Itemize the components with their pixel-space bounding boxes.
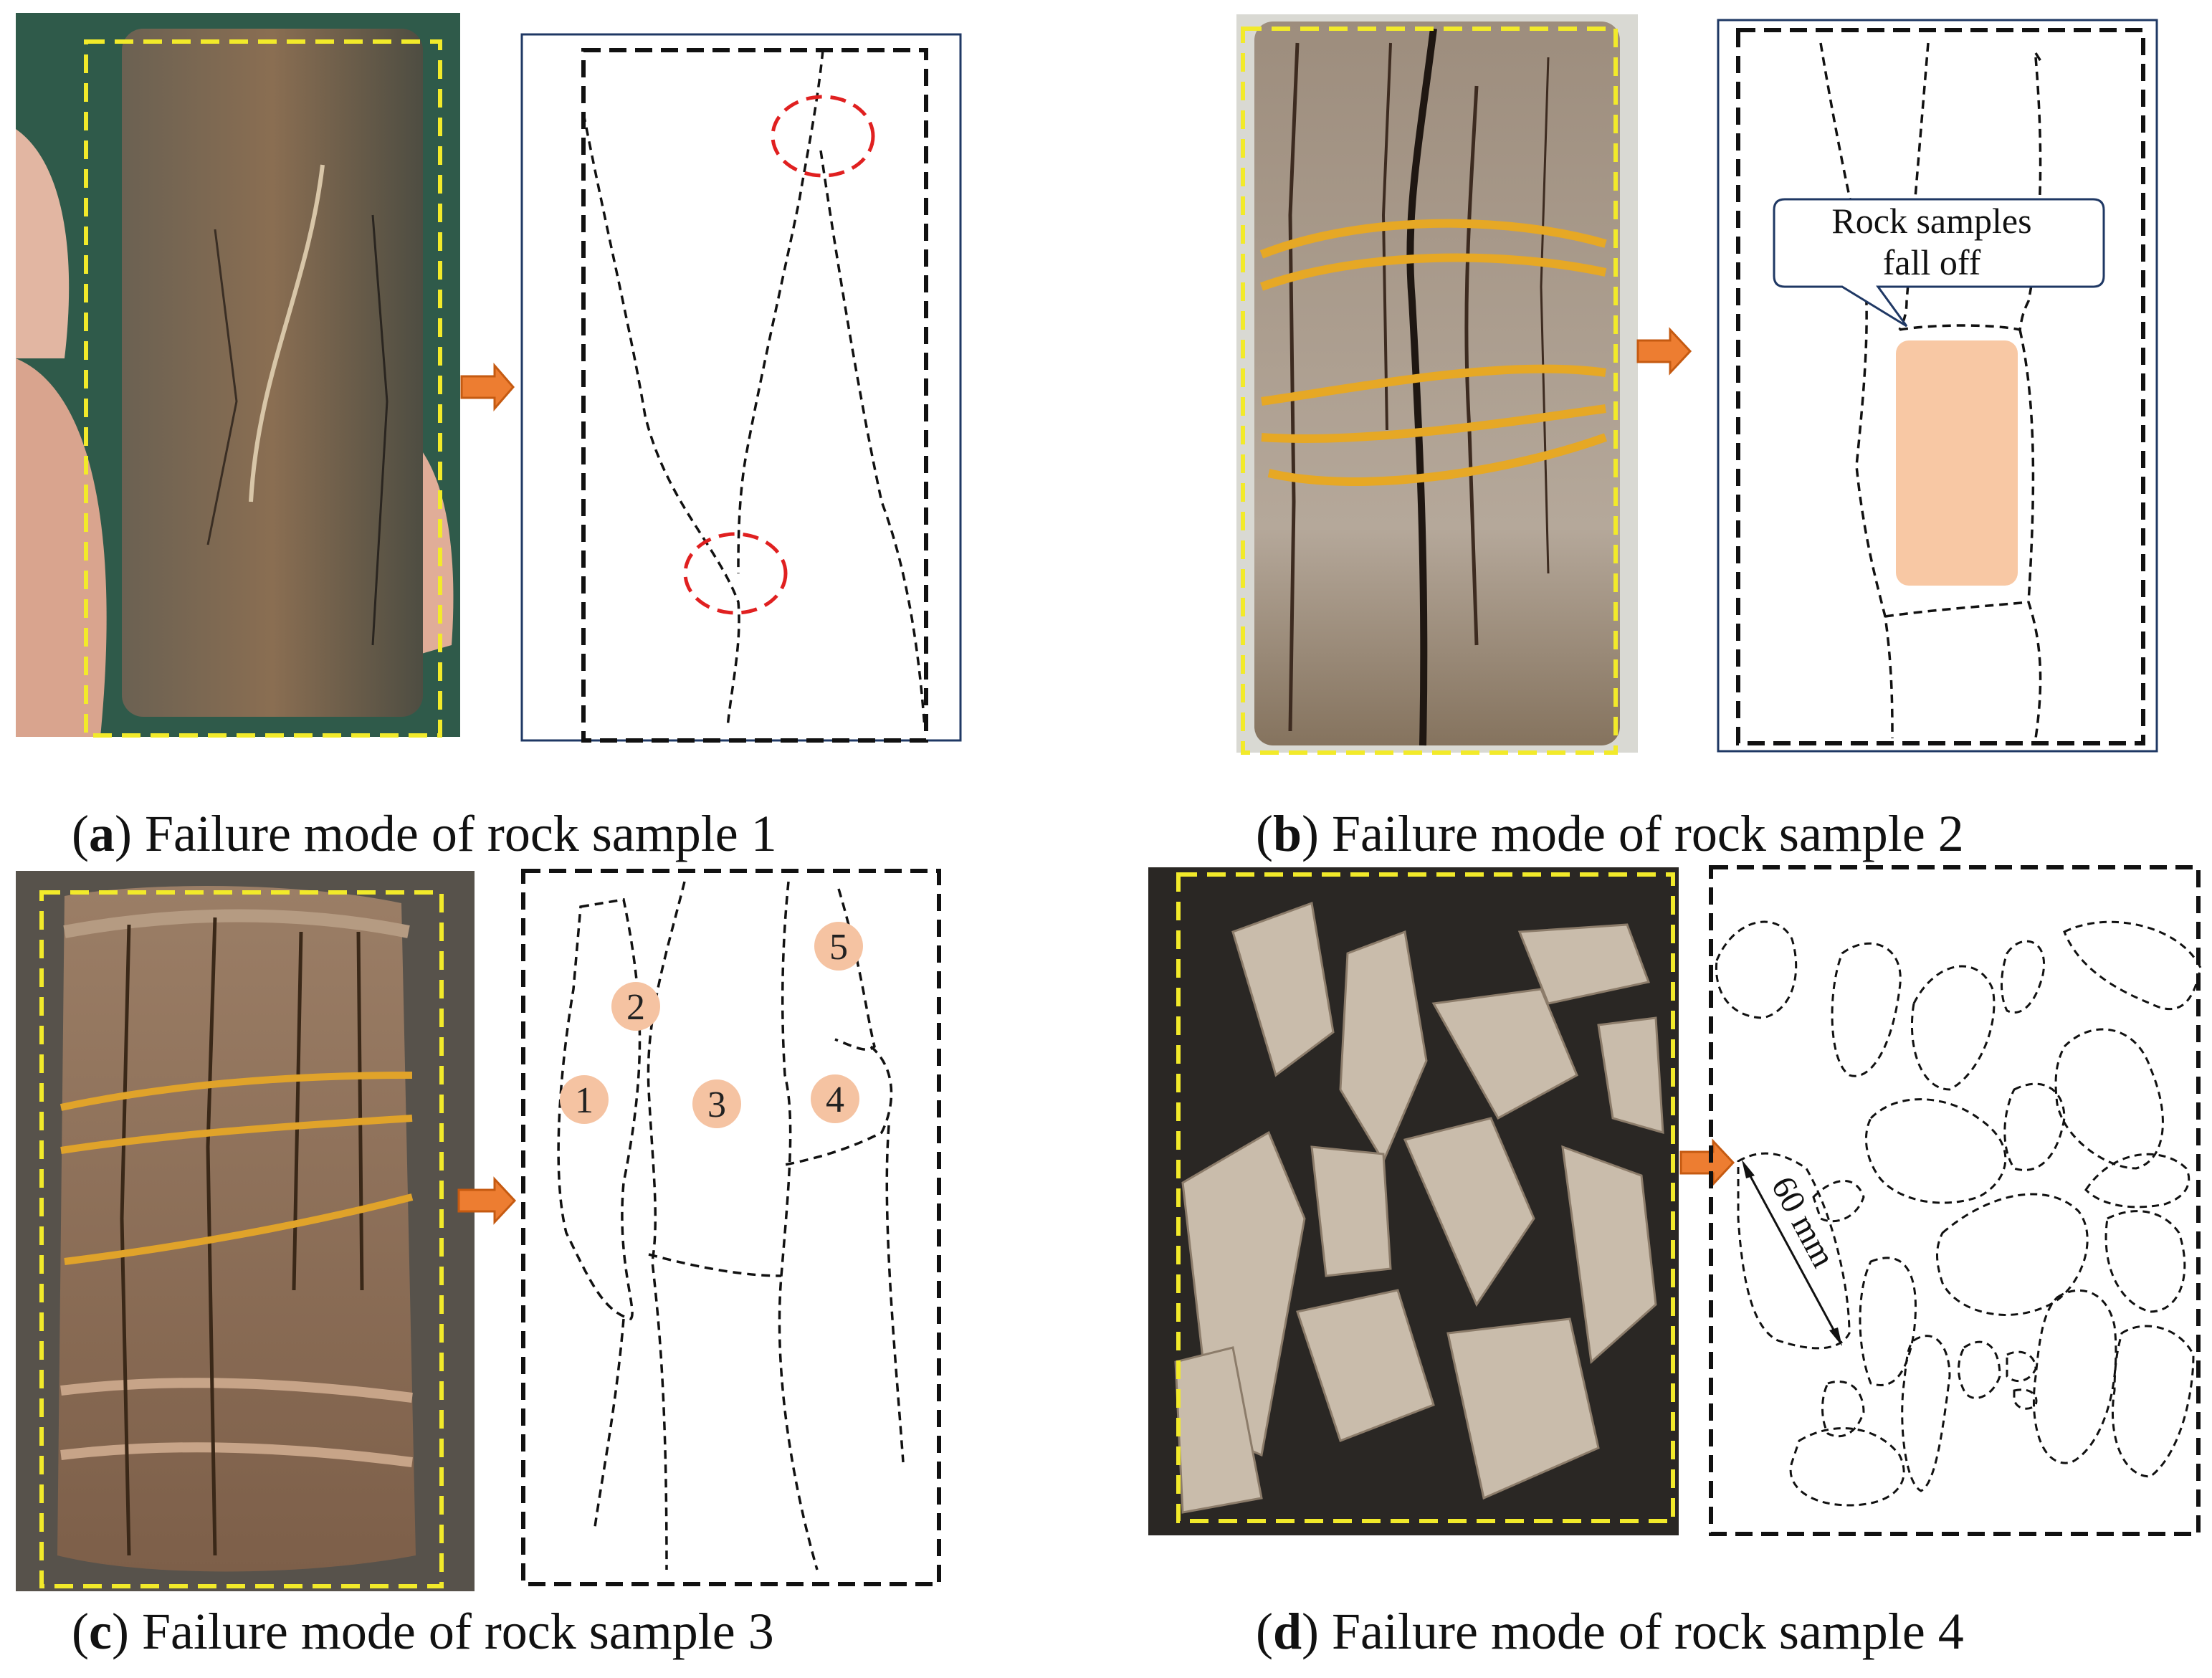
arrow-icon [1636, 327, 1692, 376]
highlight-circle [771, 95, 875, 178]
panel-b-sketch: Rock samples fall off [1717, 19, 2158, 753]
panel-c-photo [16, 871, 475, 1591]
fragment-label: 5 [829, 927, 848, 968]
caption-a: (a) Failure mode of rock sample 1 [72, 805, 777, 862]
fallen-off-area [1896, 340, 2018, 586]
arrow-icon [457, 1176, 517, 1225]
highlight-circle [683, 532, 788, 615]
callout-box: Rock samples fall off [1773, 198, 2105, 328]
dimension-line: 60 mm [1742, 1160, 1843, 1346]
photo-frame [1176, 872, 1675, 1523]
fragment-label: 1 [575, 1080, 593, 1121]
panel-d-sketch: 60 mm [1709, 865, 2202, 1536]
panel-a-sketch [520, 33, 962, 743]
caption-c: (c) Failure mode of rock sample 3 [72, 1603, 774, 1660]
fragment-label: 4 [826, 1079, 844, 1120]
caption-d: (d) Failure mode of rock sample 4 [1256, 1603, 1964, 1660]
fragment-badges: 1 2 3 4 5 [560, 922, 863, 1128]
panel-a-photo [16, 13, 460, 738]
panel-d-photo [1148, 867, 1679, 1535]
callout-line-2: fall off [1883, 242, 1981, 282]
arrow-icon [460, 362, 515, 412]
panel-b: Rock samples fall off [1236, 14, 2158, 755]
caption-b: (b) Failure mode of rock sample 2 [1256, 805, 1964, 862]
panel-b-photo [1236, 14, 1638, 755]
photo-frame [84, 39, 442, 738]
arrow-icon [1679, 1138, 1735, 1187]
fragment-label: 2 [626, 987, 645, 1028]
panel-c: 1 2 3 4 5 [16, 869, 941, 1591]
photo-frame [1241, 27, 1618, 755]
photo-frame [39, 890, 444, 1588]
callout-line-1: Rock samples [1831, 201, 2031, 241]
panel-a [16, 13, 962, 743]
fragment-label: 3 [707, 1084, 726, 1125]
panel-d: 60 mm [1148, 865, 2202, 1536]
panel-c-sketch: 1 2 3 4 5 [521, 869, 941, 1586]
